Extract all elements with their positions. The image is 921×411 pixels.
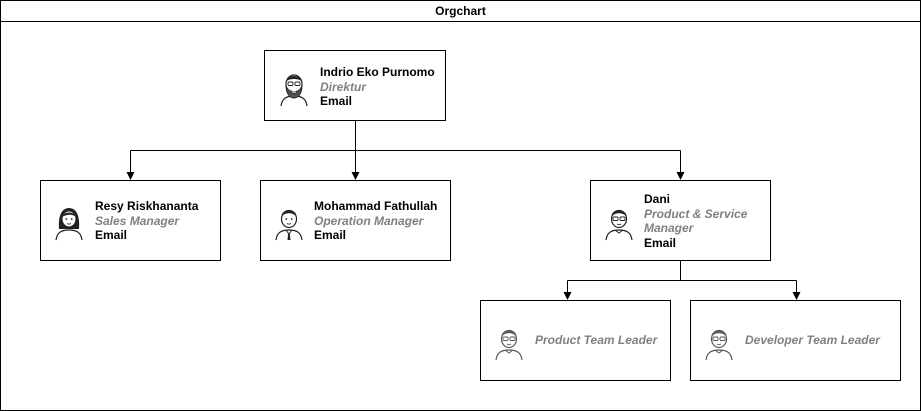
product-service-manager-role-line1: Product & Service bbox=[644, 206, 748, 221]
sales-manager-role: Sales Manager bbox=[95, 213, 180, 228]
operation-manager-node[interactable]: Mohammad Fathullah Operation Manager Ema… bbox=[260, 180, 451, 261]
developer-team-leader-node[interactable]: Developer Team Leader bbox=[690, 300, 901, 381]
product-service-manager-role-line2: Manager bbox=[644, 221, 694, 235]
man-with-glasses-avatar-icon bbox=[705, 329, 733, 361]
developer-team-leader-role: Developer Team Leader bbox=[745, 333, 880, 347]
operation-manager-name: Mohammad Fathullah bbox=[314, 199, 438, 213]
man-with-glasses-avatar-icon bbox=[495, 329, 523, 361]
man-with-tie-avatar-icon bbox=[275, 209, 303, 241]
woman-avatar-icon bbox=[55, 208, 83, 241]
director-role: Direktur bbox=[320, 79, 367, 94]
man-with-glasses-avatar-icon bbox=[605, 209, 633, 241]
operation-manager-role: Operation Manager bbox=[314, 213, 424, 228]
director-name: Indrio Eko Purnomo bbox=[320, 65, 435, 79]
product-service-manager-node[interactable]: Dani Product & Service Manager Email bbox=[590, 180, 771, 261]
product-team-leader-node[interactable]: Product Team Leader bbox=[480, 300, 671, 381]
director-node[interactable]: Indrio Eko Purnomo Direktur Email bbox=[264, 50, 446, 121]
sales-manager-email[interactable]: Email bbox=[95, 228, 128, 242]
product-service-manager-email[interactable]: Email bbox=[644, 235, 677, 250]
product-team-leader-role: Product Team Leader bbox=[535, 333, 658, 347]
product-service-manager-name: Dani bbox=[644, 192, 671, 206]
sales-manager-node[interactable]: Resy Riskhananta Sales Manager Email bbox=[40, 180, 221, 261]
orgchart-title: Orgchart bbox=[1, 1, 920, 22]
operation-manager-email[interactable]: Email bbox=[314, 228, 347, 242]
director-email[interactable]: Email bbox=[320, 94, 353, 108]
bearded-man-avatar-icon bbox=[280, 74, 308, 107]
sales-manager-name: Resy Riskhananta bbox=[95, 199, 199, 213]
